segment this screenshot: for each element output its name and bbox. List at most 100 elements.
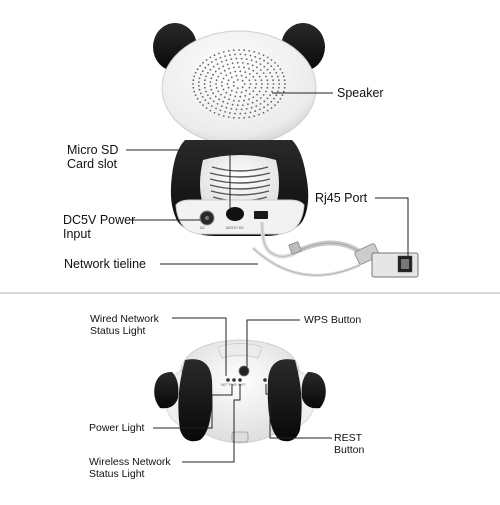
speaker-hole xyxy=(259,97,262,99)
speaker-hole xyxy=(228,98,230,101)
speaker-hole xyxy=(222,100,225,103)
speaker-hole xyxy=(236,61,239,64)
speaker-hole xyxy=(274,104,276,107)
speaker-hole xyxy=(281,71,284,74)
speaker-hole xyxy=(239,70,242,73)
speaker-hole xyxy=(270,65,273,68)
speaker-hole xyxy=(192,83,194,85)
speaker-hole xyxy=(218,52,220,55)
speaker-hole xyxy=(248,93,251,95)
speaker-hole xyxy=(220,61,223,63)
speaker-hole xyxy=(239,95,242,98)
speaker-hole xyxy=(220,105,223,107)
speaker-hole xyxy=(204,86,206,89)
speaker-hole xyxy=(233,99,235,102)
speaker-hole xyxy=(231,62,234,65)
rest-button-label-line1: REST xyxy=(334,432,363,444)
speaker-hole xyxy=(213,111,216,114)
svg-text:NET PWR WIFI: NET PWR WIFI xyxy=(221,383,245,387)
speaker-hole xyxy=(222,65,225,68)
speaker-hole xyxy=(231,103,234,106)
speaker-hole xyxy=(192,79,195,82)
speaker-hole xyxy=(266,83,269,85)
speaker-hole xyxy=(238,100,240,102)
speaker-hole xyxy=(238,117,240,119)
speaker-hole xyxy=(250,59,253,62)
speaker-hole xyxy=(251,101,254,104)
speaker-hole xyxy=(227,79,230,82)
speaker-hole xyxy=(256,99,258,102)
speaker-hole xyxy=(256,93,258,96)
speaker-hole xyxy=(259,103,262,105)
speaker-hole xyxy=(278,86,280,89)
speaker-hole xyxy=(238,66,240,68)
speaker-hole xyxy=(265,90,267,93)
speaker-hole xyxy=(273,68,275,71)
speaker-hole xyxy=(211,61,213,63)
speaker-hole xyxy=(266,68,269,71)
speaker-hole xyxy=(209,68,212,71)
speaker-hole xyxy=(207,102,210,105)
right-black-lobe xyxy=(301,372,326,409)
dc5v-label-line2: Input xyxy=(63,227,91,241)
speaker-hole xyxy=(240,91,243,94)
speaker-hole xyxy=(229,54,231,56)
speaker-hole xyxy=(247,103,249,106)
rj45-label: Rj45 Port xyxy=(315,191,368,205)
speaker-hole xyxy=(263,65,266,68)
speaker-hole xyxy=(219,56,222,59)
speaker-hole xyxy=(243,66,246,69)
speaker-hole xyxy=(275,94,278,97)
speaker-hole xyxy=(225,91,228,94)
speaker-hole xyxy=(202,61,204,64)
speaker-hole xyxy=(266,79,269,82)
speaker-hole xyxy=(229,112,231,114)
speaker-hole xyxy=(254,110,257,113)
speaker-hole xyxy=(265,75,267,78)
speaker-hole xyxy=(241,79,244,82)
speaker-hole xyxy=(243,83,246,85)
speaker-hole xyxy=(256,72,258,75)
speaker-hole xyxy=(228,67,230,70)
speaker-hole xyxy=(230,108,233,110)
left-black-arm xyxy=(178,359,213,442)
speaker-hole xyxy=(234,95,237,98)
speaker-hole xyxy=(248,50,251,52)
speaker-hole xyxy=(259,108,261,111)
speaker-hole xyxy=(249,111,252,114)
speaker-hole xyxy=(232,84,235,87)
speaker-hole xyxy=(235,74,238,77)
speaker-hole xyxy=(243,116,246,119)
speaker-hole xyxy=(229,94,232,96)
speaker-hole xyxy=(205,75,207,78)
speaker-hole xyxy=(194,94,197,97)
speaker-hole xyxy=(217,90,220,93)
speaker-hole xyxy=(230,58,233,60)
speaker-hole xyxy=(227,50,230,52)
speaker-hole xyxy=(248,116,251,118)
speaker-hole xyxy=(192,86,195,89)
speaker-hole xyxy=(236,104,239,107)
speaker-hole xyxy=(275,71,278,74)
speaker-hole xyxy=(215,79,218,82)
speaker-label: Speaker xyxy=(337,86,384,100)
speaker-hole xyxy=(202,104,204,107)
speaker-grille xyxy=(192,49,286,119)
dc5v-label-line1: DC5V Power xyxy=(63,213,136,227)
speaker-hole xyxy=(239,112,242,115)
speaker-hole xyxy=(199,65,202,67)
speaker-hole xyxy=(193,90,196,93)
speaker-hole xyxy=(227,86,230,89)
speaker-hole xyxy=(270,107,273,109)
speaker-hole xyxy=(230,76,233,79)
speaker-hole xyxy=(226,83,229,85)
wireless-network-label-line2: Status Light xyxy=(89,468,145,480)
speaker-hole xyxy=(248,67,250,70)
speaker-hole xyxy=(251,64,254,67)
speaker-hole xyxy=(239,53,242,56)
speaker-hole xyxy=(262,111,265,114)
rj45-socket xyxy=(254,211,268,219)
speaker-hole xyxy=(272,83,275,85)
speaker-hole xyxy=(234,70,237,73)
